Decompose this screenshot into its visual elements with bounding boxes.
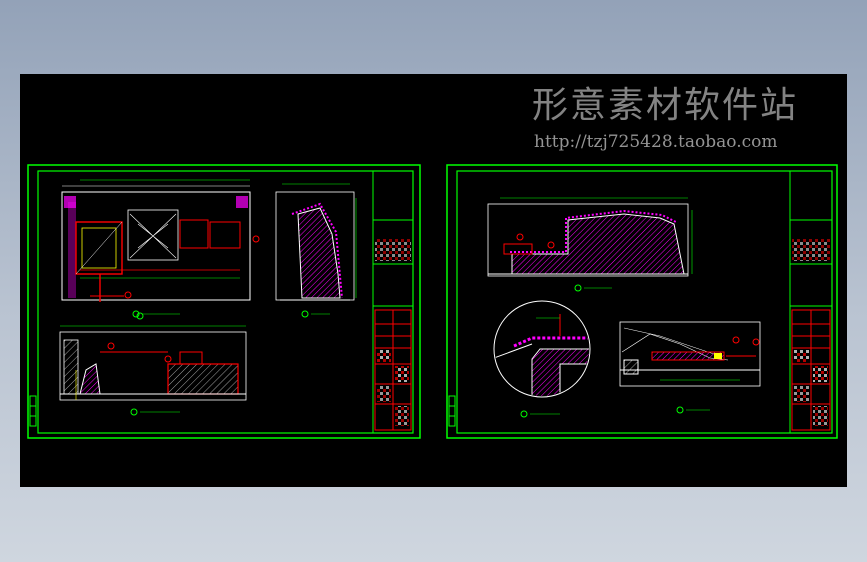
elevation-view	[59, 325, 247, 401]
elevation-view-b	[619, 321, 761, 387]
plan-view	[61, 179, 260, 320]
sheet-left-outer-border	[27, 164, 421, 439]
section-view-a	[275, 183, 357, 301]
sheet-left-inner-border	[37, 170, 414, 434]
watermark-title: 形意素材软件站	[532, 85, 799, 126]
sheet-right	[446, 164, 838, 439]
sheet-left	[27, 164, 421, 439]
title-block-left	[374, 239, 412, 431]
sheet-right-outer-border	[446, 164, 838, 439]
cad-drawing	[27, 164, 838, 439]
section-view-b	[487, 197, 693, 277]
title-block-right	[791, 239, 831, 431]
detail-circle-view	[493, 300, 591, 398]
cad-model-viewport[interactable]: 形意素材软件站 http://tzj725428.taobao.com	[20, 74, 847, 487]
watermark-url: http://tzj725428.taobao.com	[534, 132, 778, 152]
sheet-right-inner-border	[456, 170, 833, 434]
